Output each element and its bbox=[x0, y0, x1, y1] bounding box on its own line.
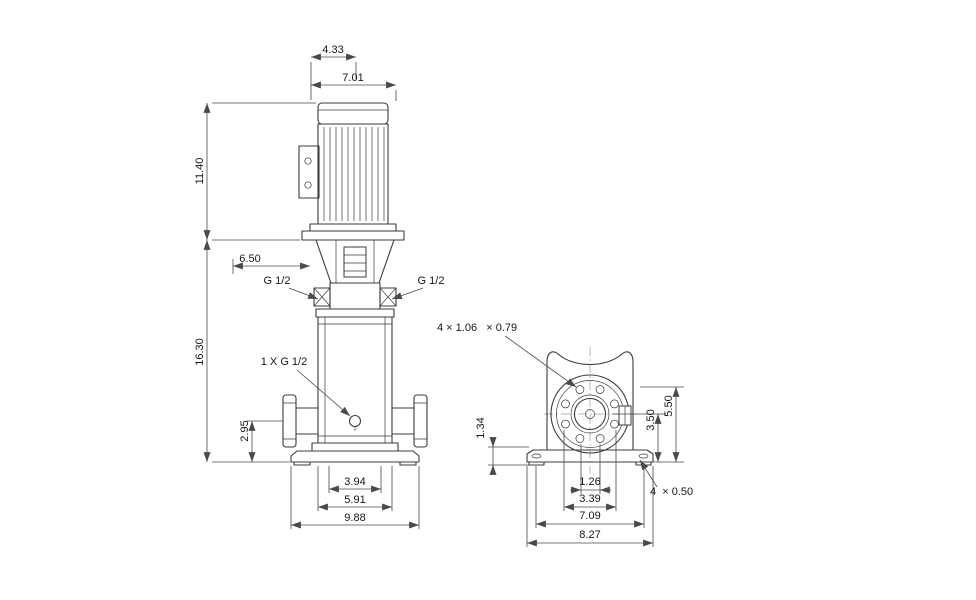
discharge-flange bbox=[392, 394, 428, 448]
dim-motor-height: 11.40 bbox=[194, 102, 316, 241]
base-foot-left bbox=[293, 461, 311, 466]
motor-flange bbox=[301, 223, 405, 241]
chamber-stack bbox=[317, 316, 393, 444]
terminal-box bbox=[298, 145, 320, 199]
dim-motor-height-label: 11.40 bbox=[194, 158, 206, 185]
end-view bbox=[526, 347, 654, 474]
port-boss-right bbox=[379, 287, 397, 307]
dim-bolt-span-outer-label: 3.39 bbox=[579, 493, 600, 505]
motor-body bbox=[317, 123, 389, 225]
dim-base-height: 1.34 bbox=[475, 417, 531, 475]
dim-motor-width-label: 7.01 bbox=[342, 72, 363, 84]
dim-base-height-label: 1.34 bbox=[475, 417, 487, 438]
dim-base-width-label: 9.88 bbox=[344, 512, 365, 524]
dim-base-width: 9.88 bbox=[290, 466, 420, 529]
end-foot-left bbox=[528, 461, 545, 466]
flange-bolt-holes bbox=[561, 385, 619, 443]
port-left-label: G 1/2 bbox=[264, 275, 291, 287]
front-view bbox=[282, 102, 428, 466]
dim-foot-width: 3.94 bbox=[328, 466, 382, 493]
dim-fan-cover-width-label: 4.33 bbox=[322, 44, 343, 56]
motor-fins bbox=[323, 127, 385, 221]
port-boss-left bbox=[313, 287, 331, 307]
dim-base-length-label: 8.27 bbox=[579, 529, 600, 541]
end-body bbox=[546, 351, 634, 450]
dim-port-center-height: 2.95 bbox=[239, 420, 283, 462]
drain-port-label: 1 X G 1/2 bbox=[261, 356, 307, 368]
port-right-label: G 1/2 bbox=[418, 275, 445, 287]
front-view-dimensions: 4.33 7.01 11.40 16.30 6.50 G 1/2 G 1/2 bbox=[194, 44, 444, 529]
dim-bolt-span-outer: 3.39 bbox=[563, 430, 617, 511]
label-base-holes: 4 × 0.50 bbox=[639, 459, 693, 498]
base-hole-left bbox=[531, 453, 542, 459]
dim-pump-body-width: 5.91 bbox=[317, 466, 393, 511]
flange-slots-label: 4 × 1.06 × 0.79 bbox=[437, 322, 517, 334]
dim-motor-width: 7.01 bbox=[311, 72, 397, 101]
label-drain-port: 1 X G 1/2 bbox=[261, 356, 351, 417]
dim-foot-width-label: 3.94 bbox=[344, 476, 365, 488]
pump-base bbox=[290, 442, 420, 466]
label-port-right: G 1/2 bbox=[391, 275, 445, 300]
dim-base-hole-spacing: 7.09 bbox=[535, 466, 645, 528]
motor-fan-cover bbox=[317, 102, 389, 125]
suction-flange bbox=[282, 394, 318, 448]
dim-pump-height: 16.30 bbox=[194, 240, 290, 463]
coupling-lantern bbox=[315, 239, 395, 284]
base-holes-label: 4 × 0.50 bbox=[650, 486, 693, 498]
dim-bolt-span-inner: 1.26 bbox=[570, 444, 611, 494]
dim-body-height-label: 5.50 bbox=[663, 395, 675, 416]
end-view-dimensions: 4 × 1.06 × 0.79 1.34 3.50 5.50 1.26 bbox=[437, 322, 693, 547]
dim-port-axis-height-label: 3.50 bbox=[645, 409, 657, 430]
dim-body-height: 5.50 bbox=[640, 386, 684, 462]
dim-port-axis-height: 3.50 bbox=[612, 409, 684, 463]
dim-bolt-span-inner-label: 1.26 bbox=[579, 476, 600, 488]
dim-pump-height-label: 16.30 bbox=[194, 338, 206, 366]
dim-fan-cover-width: 4.33 bbox=[310, 44, 357, 100]
label-port-left: G 1/2 bbox=[264, 275, 319, 300]
label-flange-slots: 4 × 1.06 × 0.79 bbox=[437, 322, 577, 388]
pump-head bbox=[313, 282, 397, 318]
dim-base-hole-spacing-label: 7.09 bbox=[579, 510, 600, 522]
drain-plug bbox=[348, 414, 362, 431]
dim-pump-body-width-label: 5.91 bbox=[344, 494, 365, 506]
base-hole-right bbox=[638, 453, 649, 459]
dim-head-clearance: 6.50 bbox=[232, 253, 310, 274]
dim-port-center-height-label: 2.95 bbox=[239, 420, 251, 441]
base-foot-right bbox=[399, 461, 417, 466]
dim-head-clearance-label: 6.50 bbox=[239, 253, 260, 265]
dim-base-length: 8.27 bbox=[526, 466, 654, 547]
end-foot-right bbox=[635, 461, 652, 466]
